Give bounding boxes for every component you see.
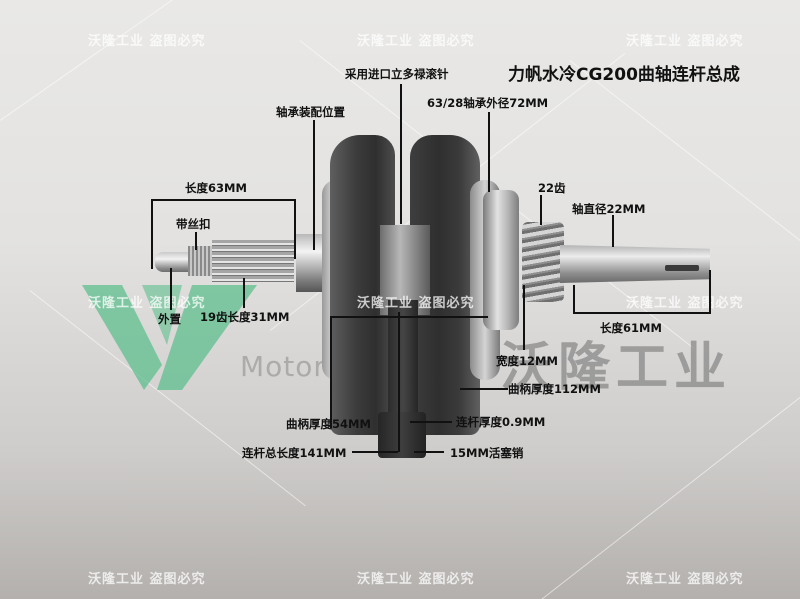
right-ball-bearing xyxy=(483,190,519,330)
dimension-bracket xyxy=(709,270,711,313)
dimension-bracket xyxy=(330,316,332,428)
dimension-bracket xyxy=(573,312,711,314)
dimension-bracket xyxy=(151,199,296,201)
watermark-line xyxy=(569,60,800,246)
label-bearing-position: 轴承装配位置 xyxy=(276,105,345,119)
label-width-12: 宽度12MM xyxy=(496,354,558,368)
watermark-text: 沃隆工业 盗图必究 xyxy=(626,34,744,49)
leader-line xyxy=(460,388,508,390)
leader-line xyxy=(243,278,245,308)
leader-line xyxy=(400,84,402,224)
leader-line xyxy=(523,285,525,350)
leader-line xyxy=(352,451,398,453)
threaded-section xyxy=(188,246,214,276)
watermark-text: 沃隆工业 盗图必究 xyxy=(357,572,475,587)
label-crank-thickness-54: 曲柄厚度54MM xyxy=(286,417,371,431)
keyway-slot xyxy=(665,265,699,271)
right-tapered-shaft xyxy=(560,245,710,283)
leader-line xyxy=(170,268,172,310)
label-piston-pin: 15MM活塞销 xyxy=(450,446,524,460)
product-title: 力帆水冷CG200曲轴连杆总成 xyxy=(508,65,740,85)
timing-gear xyxy=(522,222,564,302)
brand-watermark-chinese: 沃隆工业 xyxy=(500,338,733,398)
leader-line xyxy=(540,195,542,225)
leader-line xyxy=(612,215,614,247)
spline-section xyxy=(212,240,294,282)
left-shaft-end xyxy=(155,252,191,272)
label-shaft-diameter: 轴直径22MM xyxy=(572,202,646,216)
leader-line xyxy=(313,120,315,250)
label-threaded: 带丝扣 xyxy=(176,217,211,231)
dimension-bracket xyxy=(151,199,153,269)
leader-line xyxy=(398,312,400,452)
watermark-text: 沃隆工业 盗图必究 xyxy=(88,296,206,311)
label-rod-total-length: 连杆总长度141MM xyxy=(242,446,347,460)
dimension-bracket xyxy=(573,285,575,313)
watermark-line xyxy=(0,0,329,121)
label-rod-thickness: 连杆厚度0.9MM xyxy=(456,415,546,429)
dimension-bracket xyxy=(294,199,296,259)
watermark-text: 沃隆工业 盗图必究 xyxy=(357,296,475,311)
watermark-text: 沃隆工业 盗图必究 xyxy=(626,572,744,587)
leader-line xyxy=(195,232,197,250)
connecting-rod xyxy=(388,300,418,420)
label-spline-length: 19齿长度31MM xyxy=(200,310,290,324)
label-external: 外置 xyxy=(158,312,181,326)
label-imported-bearing: 采用进口立多禄滚针 xyxy=(345,67,449,81)
label-length-61: 长度61MM xyxy=(600,321,662,335)
watermark-text: 沃隆工业 盗图必究 xyxy=(626,296,744,311)
dimension-bracket xyxy=(330,316,488,318)
watermark-text: 沃隆工业 盗图必究 xyxy=(88,572,206,587)
leader-line xyxy=(410,421,452,423)
leader-line xyxy=(414,451,444,453)
connecting-rod-small-end xyxy=(378,412,426,458)
watermark-text: 沃隆工业 盗图必究 xyxy=(357,34,475,49)
label-crank-thickness-112: 曲柄厚度112MM xyxy=(508,382,601,396)
label-length-63: 长度63MM xyxy=(185,181,247,195)
watermark-text: 沃隆工业 盗图必究 xyxy=(88,34,206,49)
leader-line xyxy=(488,112,490,192)
label-bearing-outer-diameter: 63/28轴承外径72MM xyxy=(427,96,549,110)
brand-logo-icon xyxy=(82,285,257,390)
label-22-teeth: 22齿 xyxy=(538,181,566,195)
